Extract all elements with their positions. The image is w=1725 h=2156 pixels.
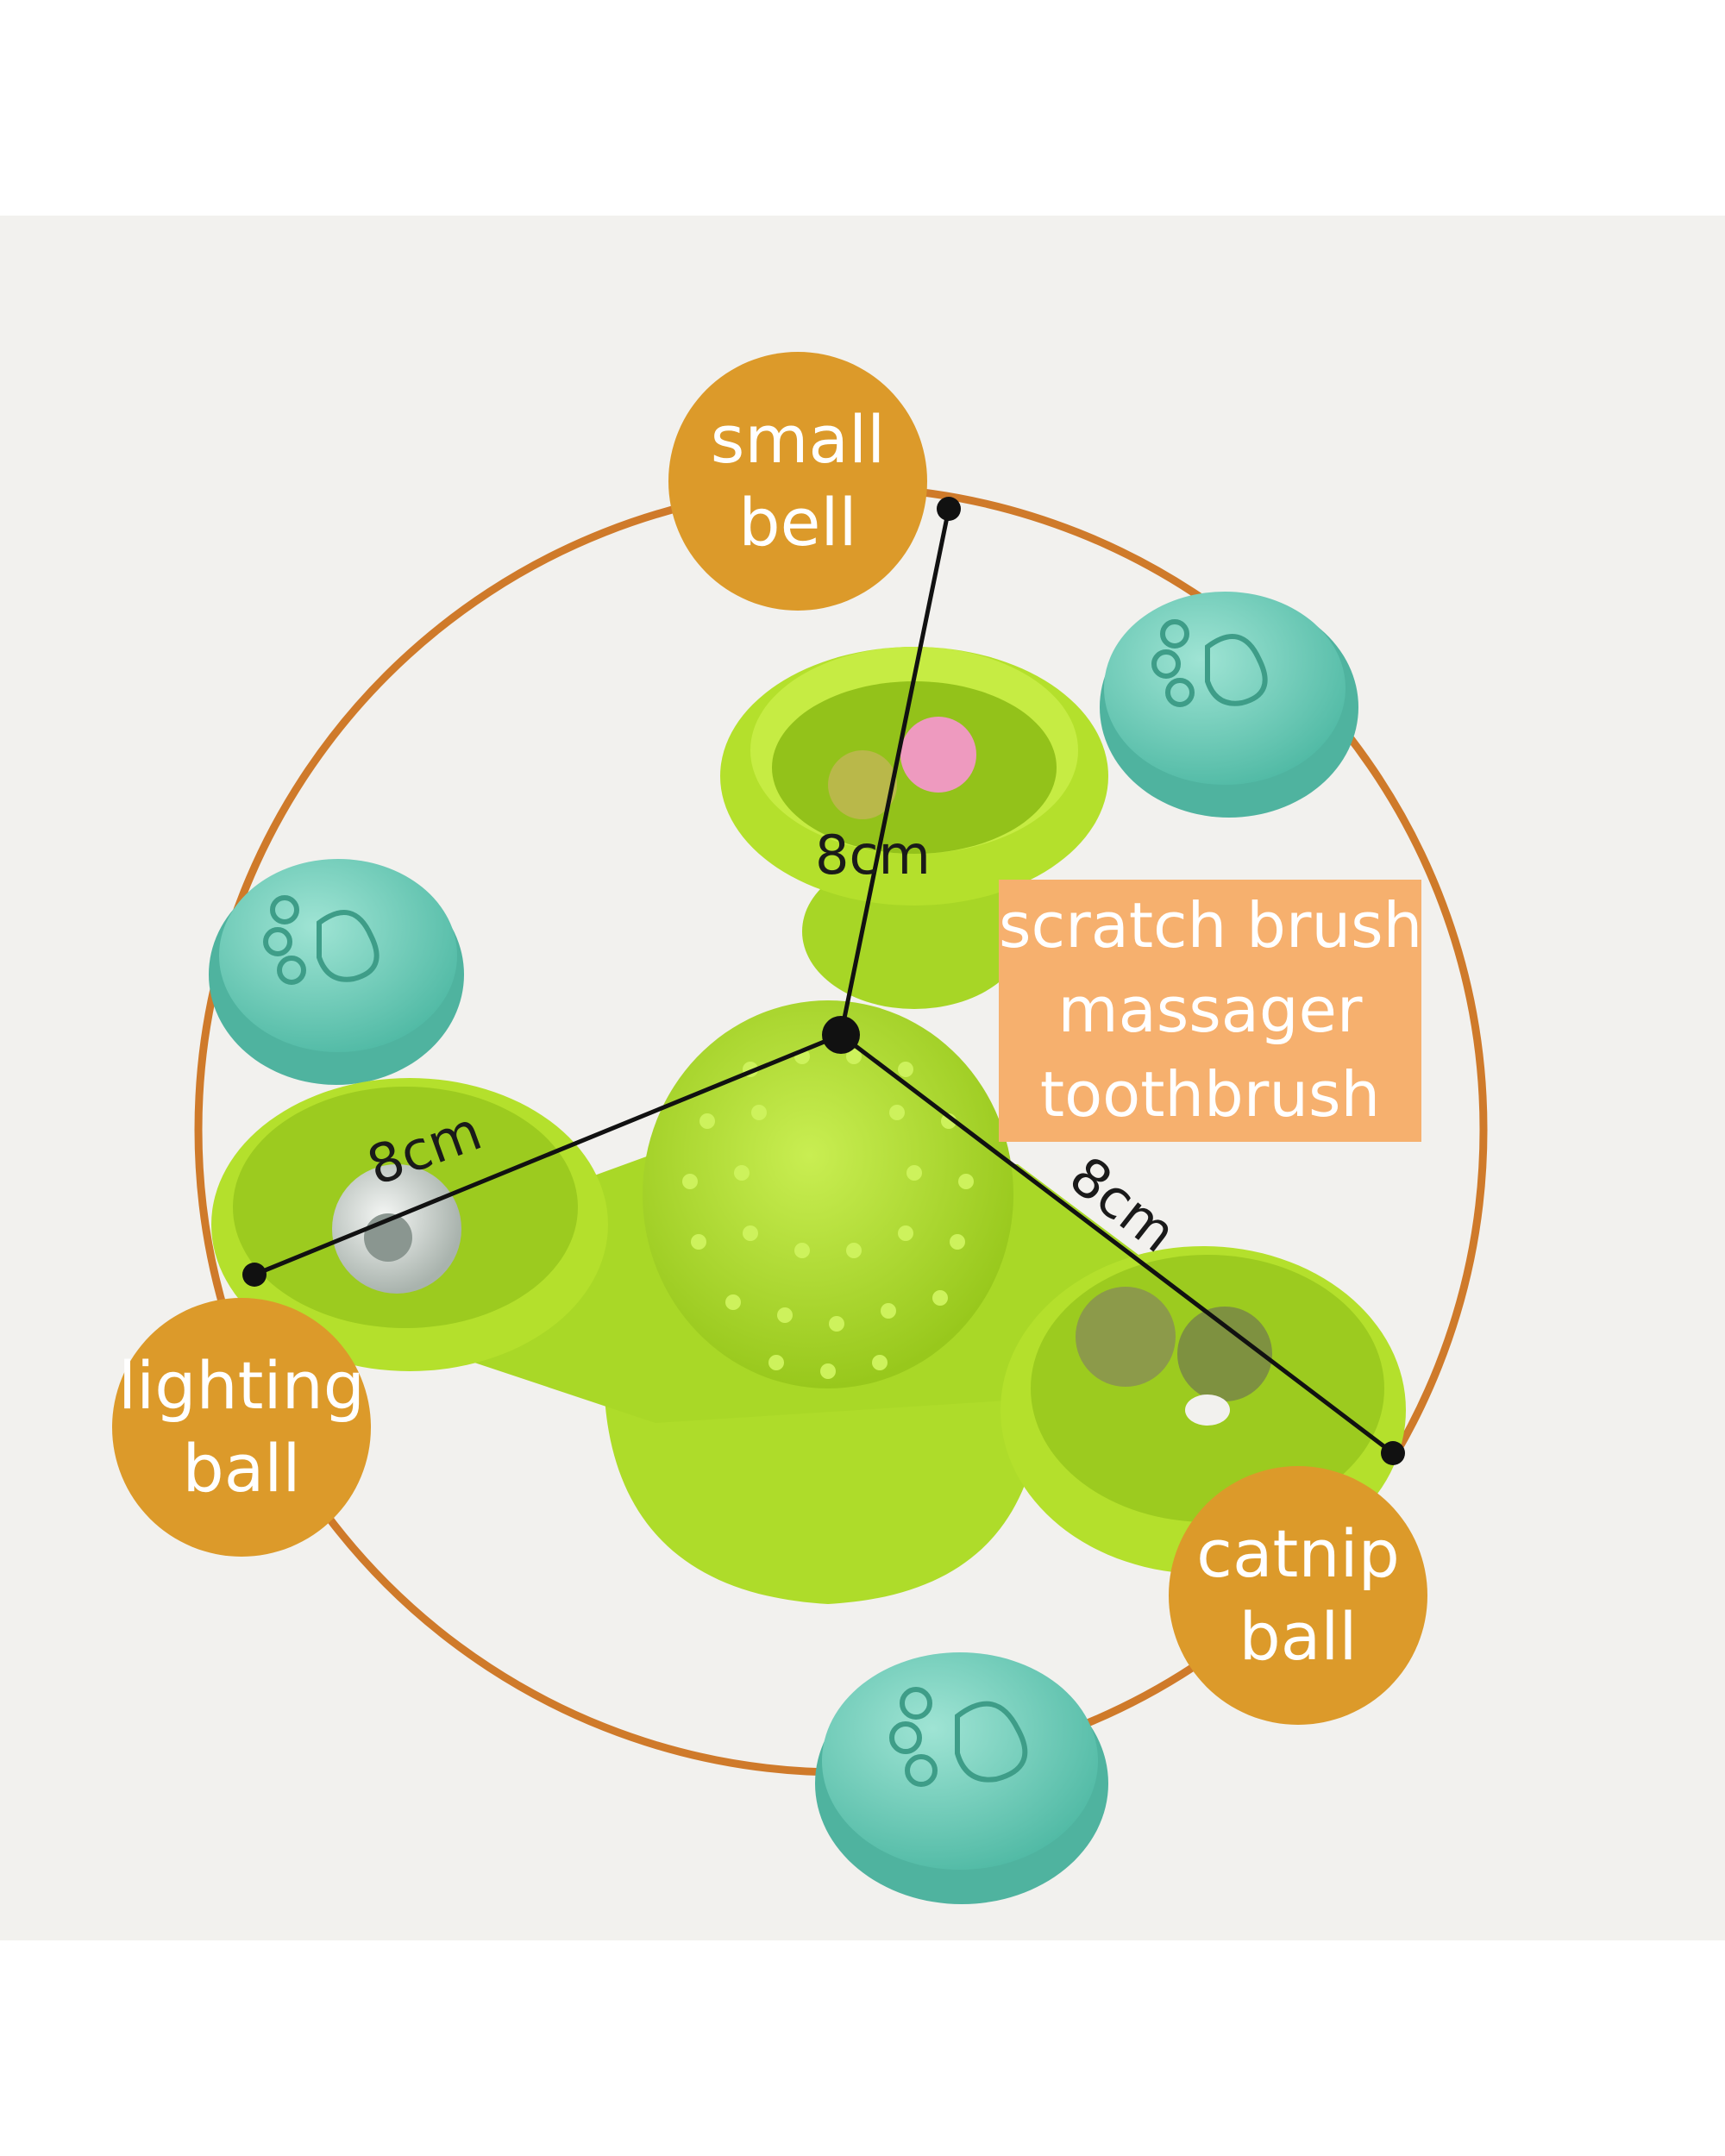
massager-dome: [643, 1000, 1013, 1388]
suction-cup-top-right: [1100, 592, 1358, 818]
toy-illustration: [194, 483, 1488, 1904]
product-photo: 8cm 8cm 8cm scratch brush massager tooth…: [0, 216, 1725, 1940]
arm-cup-top: [720, 647, 1108, 1009]
feature-line-1: scratch brush: [999, 889, 1423, 962]
dimension-lines: [254, 508, 1395, 1455]
callout-small-bell-line-1: small: [710, 401, 886, 478]
callout-small-bell: small bell: [668, 352, 927, 611]
callout-lighting-ball-line-2: ball: [182, 1430, 301, 1507]
center-dot: [822, 1016, 860, 1054]
callout-catnip-ball: catnip ball: [1169, 1466, 1427, 1725]
suction-cup-bottom: [815, 1652, 1108, 1904]
feature-line-3: toothbrush: [1039, 1058, 1381, 1131]
arm-cup-left: [211, 1078, 608, 1371]
callout-lighting-ball-line-1: lighting: [118, 1347, 365, 1424]
callout-small-bell-line-2: bell: [738, 484, 857, 561]
callout-lighting-ball: lighting ball: [112, 1298, 371, 1557]
dimension-label-top: 8cm: [815, 824, 931, 887]
callout-catnip-ball-line-2: ball: [1239, 1598, 1358, 1675]
feature-label-box: scratch brush massager toothbrush: [999, 880, 1423, 1142]
callout-catnip-ball-line-1: catnip: [1196, 1515, 1400, 1592]
suction-cup-left: [209, 859, 464, 1085]
feature-line-2: massager: [1057, 974, 1363, 1046]
